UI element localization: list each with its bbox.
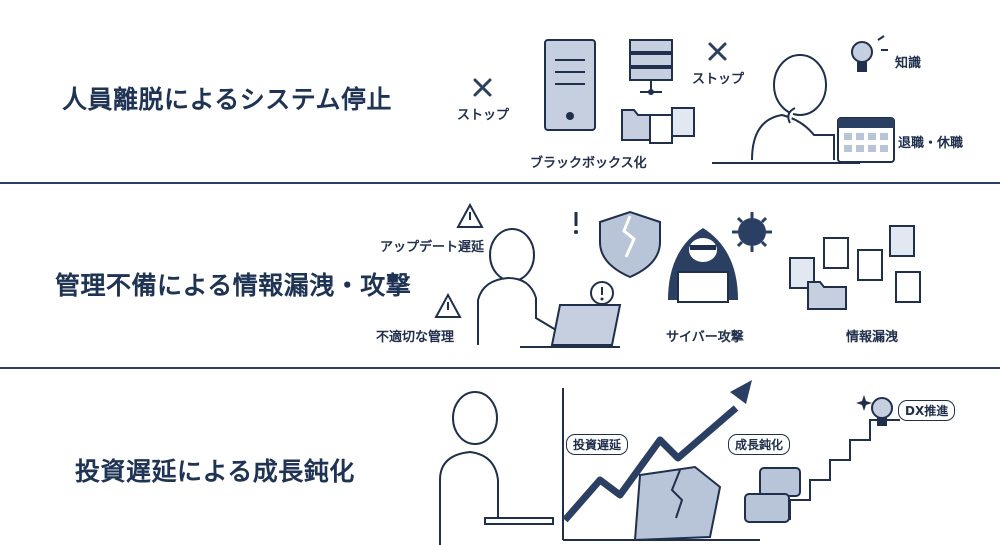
label-retire: 退職・休職 (898, 136, 964, 151)
standing-person-icon (439, 391, 554, 545)
exclamation-icon (574, 212, 578, 234)
label-blackbox: ブラックボックス化 (530, 156, 647, 171)
label-info-leak: 情報漏洩 (846, 330, 899, 345)
label-stop-left: ストップ (457, 108, 510, 123)
row1-title: 人員離脱によるシステム停止 (62, 85, 393, 114)
server-tower-icon (544, 39, 596, 131)
blocks-icon (744, 467, 801, 523)
hacker-icon (668, 228, 738, 303)
cracked-rock-icon (633, 465, 722, 542)
label-invest-delay: 投資遅延 (566, 434, 629, 455)
row3-title: 投資遅延による成長鈍化 (75, 457, 355, 486)
person-laptop-icon (477, 228, 622, 348)
stop-x-icon-right (708, 42, 727, 61)
calendar-icon (837, 117, 895, 163)
thinking-person-icon (712, 54, 860, 164)
label-stop-right: ストップ (692, 72, 745, 87)
rack-server-icon (629, 39, 673, 95)
divider-2 (0, 367, 1000, 369)
label-improper-mgmt: 不適切な管理 (376, 330, 455, 345)
broken-shield-icon (599, 210, 661, 279)
label-cyber-attack: サイバー攻撃 (666, 330, 744, 345)
dx-lightbulb-icon (871, 397, 893, 426)
scattered-documents-icon (789, 225, 921, 310)
sparkle-icon (856, 395, 872, 411)
warning-icon-top (456, 202, 484, 228)
label-knowledge: 知識 (895, 56, 922, 71)
stairs-icon (789, 419, 900, 520)
label-growth-slow: 成長鈍化 (728, 434, 791, 455)
label-dx: DX推進 (898, 400, 956, 421)
stop-x-icon-left (473, 78, 492, 97)
lightbulb-icon (851, 35, 888, 72)
alert-circle-icon (590, 281, 614, 305)
row2-title: 管理不備による情報漏洩・攻撃 (55, 271, 412, 300)
virus-icon (732, 212, 772, 252)
divider-1 (0, 182, 1000, 184)
label-update-delay: アップデート遅延 (380, 240, 485, 255)
folder-documents-icon (621, 107, 695, 144)
rising-arrow-icon (562, 380, 752, 523)
warning-icon-bottom (434, 292, 462, 318)
